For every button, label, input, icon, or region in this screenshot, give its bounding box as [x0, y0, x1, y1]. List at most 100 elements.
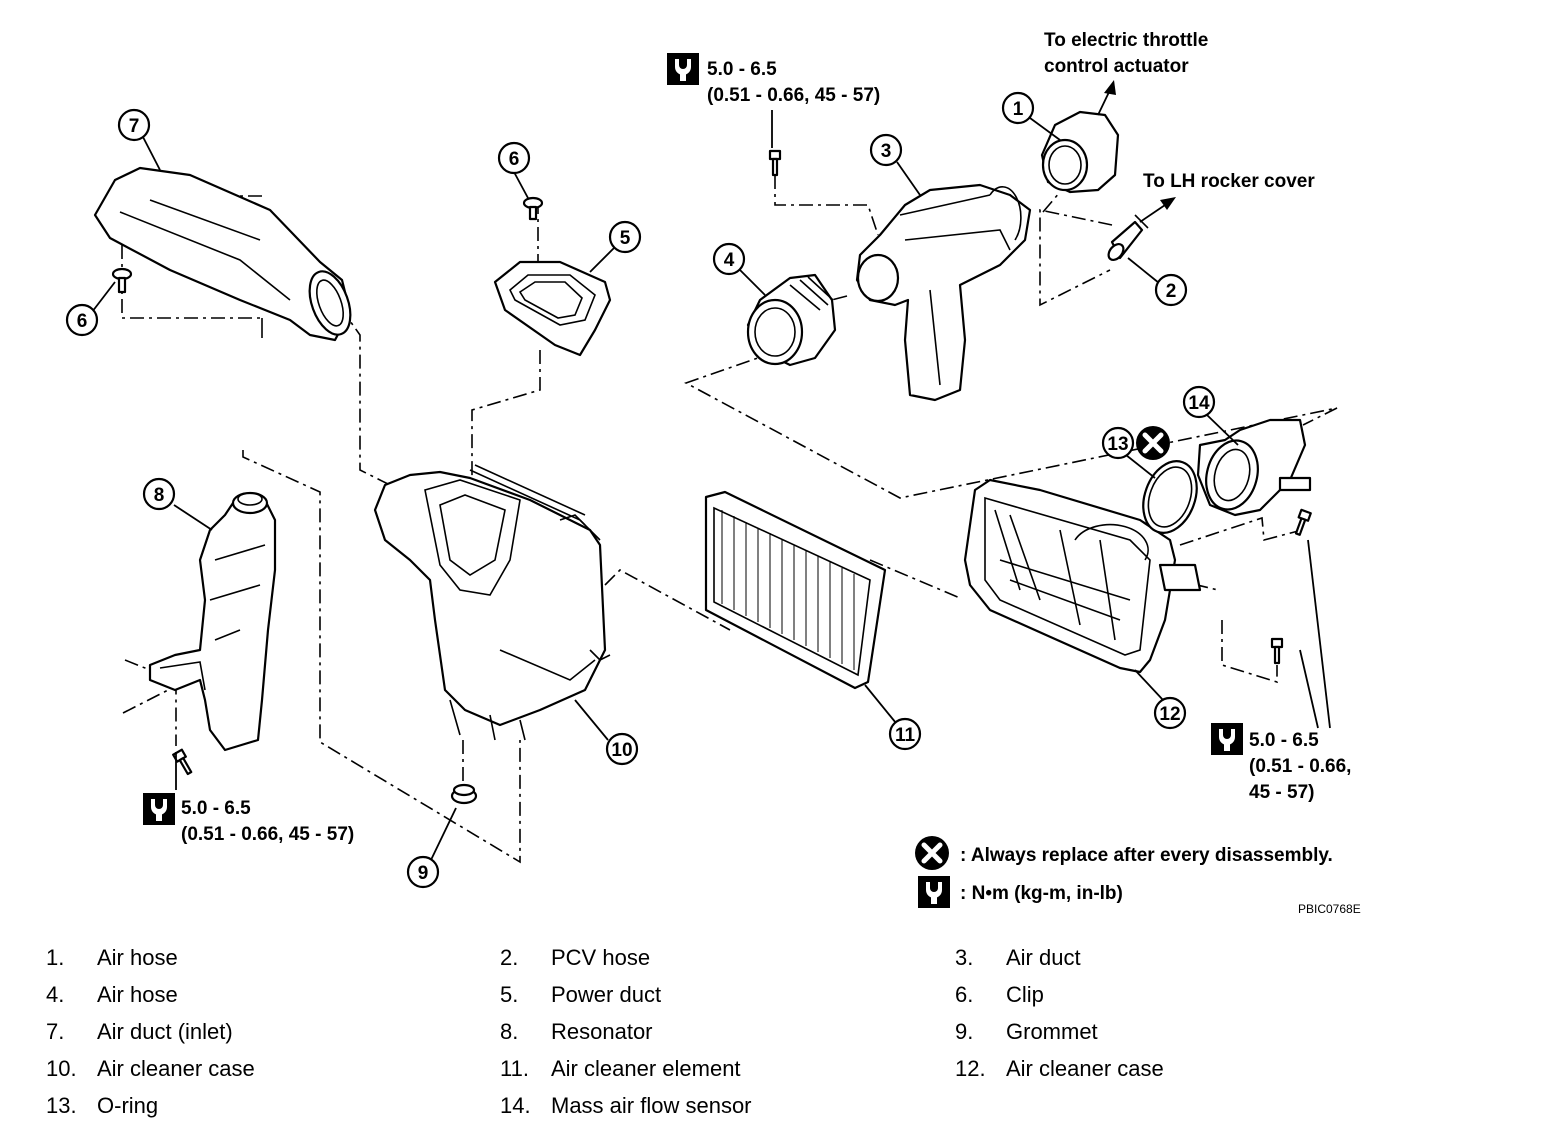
wrench-icon	[667, 53, 699, 85]
parts-list-item: 6. Clip	[955, 982, 1375, 1010]
callout-13: 13	[1101, 426, 1135, 460]
part-name: Resonator	[551, 1019, 653, 1044]
part-name: Air duct (inlet)	[97, 1019, 233, 1044]
air-cleaner-case-right-drawing	[963, 478, 1202, 674]
part-name: Air cleaner case	[97, 1056, 255, 1081]
svg-text:11: 11	[895, 725, 916, 746]
leader-lines	[91, 110, 1331, 863]
part-number: 2.	[500, 945, 519, 970]
parts-list-item: 1. Air hose	[46, 945, 466, 973]
torque-right: 5.0 - 6.5 (0.51 - 0.66, 45 - 57)	[1211, 723, 1351, 803]
replace-icon	[915, 836, 949, 870]
parts-list-item: 10.Air cleaner case	[46, 1056, 466, 1084]
parts-list-item: 7.Air duct (inlet)	[46, 1019, 466, 1047]
callout-6-left: 6	[65, 303, 99, 337]
callout-10: 10	[605, 732, 639, 766]
legend: : Always replace after every disassembly…	[915, 836, 1361, 916]
svg-text:7: 7	[129, 116, 140, 137]
part-number: 14.	[500, 1093, 531, 1118]
part-number: 3.	[955, 945, 974, 970]
svg-text:(0.51 - 0.66, 45 - 57): (0.51 - 0.66, 45 - 57)	[707, 85, 880, 106]
part-number: 1.	[46, 945, 65, 970]
callout-11: 11	[888, 717, 922, 751]
svg-text:13: 13	[1107, 434, 1128, 455]
replace-x-icon	[1136, 426, 1170, 460]
svg-text:3: 3	[881, 141, 892, 162]
part-number: 6.	[955, 982, 974, 1007]
parts-list-item: 4.Air hose	[46, 982, 466, 1010]
svg-text:(0.51 - 0.66, 45 - 57): (0.51 - 0.66, 45 - 57)	[181, 824, 354, 845]
part-name: Power duct	[551, 982, 662, 1007]
parts-list-item: 2. PCV hose	[500, 945, 920, 973]
callout-9: 9	[406, 855, 440, 889]
case-bolt-drawing	[1270, 637, 1284, 665]
svg-text:45 - 57): 45 - 57)	[1249, 782, 1314, 803]
parts-list-item: 3. Air duct	[955, 945, 1375, 973]
mass-air-flow-sensor-drawing	[1196, 418, 1312, 517]
part-number: 13.	[46, 1093, 77, 1118]
clip-left-drawing	[111, 267, 133, 294]
throttle-label-line1: To electric throttle	[1044, 30, 1208, 51]
svg-text:8: 8	[154, 485, 165, 506]
throttle-label-line2: control actuator	[1044, 56, 1189, 77]
exploded-diagram: 1 2 3 4 5 6 6 7 8 9 10 11	[65, 30, 1361, 916]
svg-text:5.0 - 6.5: 5.0 - 6.5	[181, 798, 251, 819]
part-number: 5.	[500, 982, 519, 1007]
part-number: 8.	[500, 1019, 519, 1044]
svg-text:4: 4	[724, 250, 735, 271]
callout-8: 8	[142, 477, 176, 511]
air-duct-3-drawing	[855, 183, 1032, 402]
callout-1: 1	[1001, 91, 1035, 125]
resonator-drawing	[148, 491, 277, 752]
top-bolt-drawing	[768, 149, 782, 177]
part-name: Air hose	[97, 945, 178, 970]
part-name: O-ring	[97, 1093, 159, 1118]
wrench-icon	[143, 793, 175, 825]
parts-list-item: 13. O-ring	[46, 1093, 466, 1121]
part-name: Clip	[1006, 982, 1044, 1007]
svg-text:1: 1	[1013, 99, 1024, 120]
torque-left: 5.0 - 6.5 (0.51 - 0.66, 45 - 57)	[143, 793, 354, 845]
arrows	[1097, 80, 1176, 223]
callout-14: 14	[1182, 385, 1216, 419]
parts-list: 1. Air hose 2. PCV hose 3. Air duct 4.Air hose…	[0, 935, 1568, 1135]
parts-list-item: 12. Air cleaner case	[955, 1056, 1375, 1084]
pcv-hose-drawing	[1107, 214, 1149, 261]
callout-3: 3	[869, 133, 903, 167]
air-cleaner-element-drawing	[704, 490, 887, 690]
callout-4: 4	[712, 242, 746, 276]
svg-text:14: 14	[1188, 393, 1210, 414]
svg-text:5.0 - 6.5: 5.0 - 6.5	[707, 59, 777, 80]
part-name: Mass air flow sensor	[551, 1093, 752, 1118]
part-number: 12.	[955, 1056, 986, 1081]
power-duct-drawing	[493, 260, 612, 357]
assembly-lines	[121, 175, 1338, 864]
part-name: Air cleaner case	[1006, 1056, 1164, 1081]
parts-list-item: 5. Power duct	[500, 982, 920, 1010]
callout-6-top: 6	[497, 141, 531, 175]
rocker-label: To LH rocker cover	[1143, 171, 1315, 192]
legend-units-text: : N•m (kg-m, in-lb)	[960, 883, 1123, 904]
air-hose-1-drawing	[1040, 110, 1120, 194]
svg-text:6: 6	[77, 311, 88, 332]
part-name: PCV hose	[551, 945, 651, 970]
part-name: Air hose	[97, 982, 178, 1007]
svg-text:5: 5	[620, 228, 631, 249]
svg-text:2: 2	[1166, 281, 1177, 302]
air-cleaner-case-left-drawing	[373, 464, 611, 741]
svg-text:6: 6	[509, 149, 520, 170]
callout-2: 2	[1154, 273, 1188, 307]
clip-top-drawing	[522, 196, 544, 221]
part-number: 9.	[955, 1019, 974, 1044]
legend-replace-text: : Always replace after every disassembly…	[960, 845, 1333, 866]
callout-5: 5	[608, 220, 642, 254]
part-name: Air duct	[1006, 945, 1081, 970]
air-duct-inlet-drawing	[93, 166, 352, 342]
part-name: Air cleaner element	[551, 1056, 741, 1081]
callout-12: 12	[1153, 696, 1187, 730]
figure-code: PBIC0768E	[1298, 902, 1361, 916]
parts-list-item: 8. Resonator	[500, 1019, 920, 1047]
svg-text:5.0 - 6.5: 5.0 - 6.5	[1249, 730, 1319, 751]
wrench-icon	[1211, 723, 1243, 755]
air-hose-4-drawing	[746, 273, 837, 367]
